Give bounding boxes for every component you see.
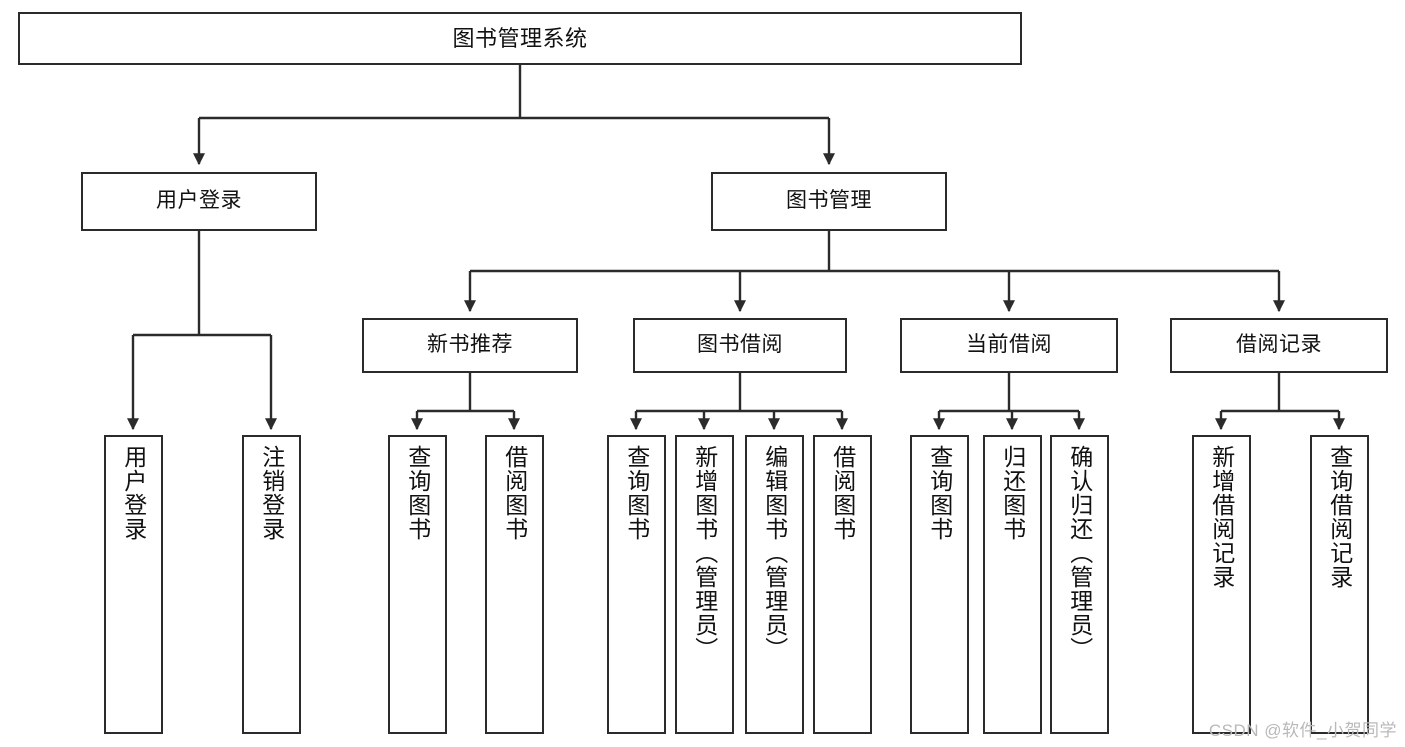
leaf-label: 查询图书	[404, 445, 431, 541]
leaf-query-book-current[interactable]: 查询图书	[910, 435, 969, 734]
leaf-label: 归还图书	[999, 445, 1026, 541]
leaf-label: 新增图书（管理员）	[691, 445, 718, 661]
leaf-query-borrow-record[interactable]: 查询借阅记录	[1310, 435, 1369, 734]
leaf-return-book[interactable]: 归还图书	[983, 435, 1042, 734]
leaf-label: 查询图书	[926, 445, 953, 541]
leaf-label: 用户登录	[120, 445, 147, 541]
leaf-borrow-book-recommend[interactable]: 借阅图书	[485, 435, 544, 734]
leaf-add-book-admin[interactable]: 新增图书（管理员）	[675, 435, 734, 734]
leaf-add-borrow-record[interactable]: 新增借阅记录	[1192, 435, 1251, 734]
node-new-book-recommend[interactable]: 新书推荐	[362, 318, 578, 373]
leaf-borrow-book[interactable]: 借阅图书	[813, 435, 872, 734]
node-current-borrow[interactable]: 当前借阅	[900, 318, 1118, 373]
node-borrow-record-label: 借阅记录	[1236, 333, 1322, 357]
node-new-book-recommend-label: 新书推荐	[427, 333, 513, 357]
leaf-confirm-return-admin[interactable]: 确认归还（管理员）	[1050, 435, 1109, 734]
leaf-query-book-recommend[interactable]: 查询图书	[388, 435, 447, 734]
leaf-logout[interactable]: 注销登录	[242, 435, 301, 734]
node-book-management-label: 图书管理	[786, 189, 872, 213]
node-user-login-label: 用户登录	[156, 189, 242, 213]
node-user-login[interactable]: 用户登录	[81, 172, 317, 231]
leaf-label: 确认归还（管理员）	[1066, 445, 1093, 661]
leaf-label: 新增借阅记录	[1208, 445, 1235, 589]
node-borrow-record[interactable]: 借阅记录	[1170, 318, 1388, 373]
leaf-label: 借阅图书	[501, 445, 528, 541]
node-book-borrow-label: 图书借阅	[697, 333, 783, 357]
leaf-query-book-borrow[interactable]: 查询图书	[607, 435, 666, 734]
leaf-label: 注销登录	[258, 445, 285, 541]
node-book-borrow[interactable]: 图书借阅	[633, 318, 847, 373]
leaf-label: 借阅图书	[829, 445, 856, 541]
node-root-label: 图书管理系统	[452, 25, 588, 51]
leaf-edit-book-admin[interactable]: 编辑图书（管理员）	[745, 435, 804, 734]
node-current-borrow-label: 当前借阅	[966, 333, 1052, 357]
node-book-management[interactable]: 图书管理	[711, 172, 947, 231]
leaf-label: 编辑图书（管理员）	[761, 445, 788, 661]
leaf-user-login[interactable]: 用户登录	[104, 435, 163, 734]
leaf-label: 查询图书	[623, 445, 650, 541]
watermark: CSDN @软件_小贺同学	[1208, 721, 1397, 740]
leaf-label: 查询借阅记录	[1326, 445, 1353, 589]
node-root[interactable]: 图书管理系统	[18, 12, 1022, 65]
